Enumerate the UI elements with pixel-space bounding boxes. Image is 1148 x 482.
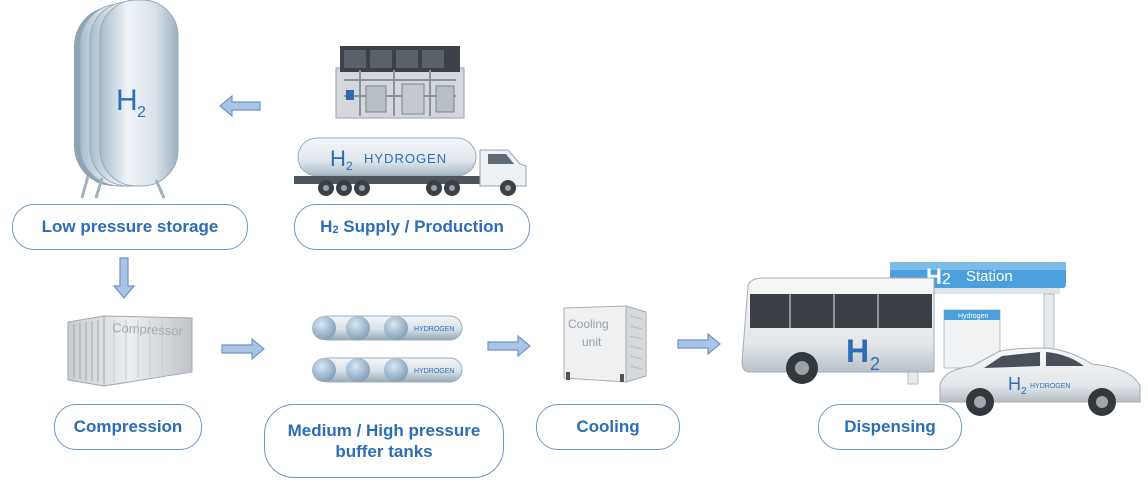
compression-label: Compression <box>54 404 202 450</box>
arrow-right-to-dispensing <box>677 332 721 356</box>
car-illustration: H 2 HYDROGEN <box>939 347 1141 416</box>
car-word: HYDROGEN <box>1030 383 1070 390</box>
dispenser-word: Hydrogen <box>958 313 988 320</box>
production-plant-illustration <box>335 46 465 119</box>
dispensing-label: Dispensing <box>818 404 962 450</box>
buffer-tanks-illustration: HYDROGEN HYDROGEN <box>312 315 463 383</box>
supply-sub-text: 2 <box>332 224 339 237</box>
supply-h-text: H <box>320 217 333 237</box>
compression-text: Compression <box>73 417 183 437</box>
car-sub: 2 <box>1021 386 1027 397</box>
cooling-text: Cooling <box>576 417 640 437</box>
hydrogen-truck-illustration: H 2 HYDROGEN <box>294 137 527 196</box>
low-pressure-storage-text: Low pressure storage <box>41 217 219 237</box>
compressor-container-illustration: Compressor <box>67 315 193 387</box>
arrow-down-to-compression <box>112 257 136 299</box>
storage-tank-sub: 2 <box>137 104 146 121</box>
buffer-tank-word-top: HYDROGEN <box>414 326 454 333</box>
truck-text: H <box>330 146 346 171</box>
buffer-tank-word-bottom: HYDROGEN <box>414 368 454 375</box>
dispensing-text: Dispensing <box>844 417 936 437</box>
bus-illustration: H 2 <box>741 277 935 384</box>
bus-sub: 2 <box>870 354 880 374</box>
container-text: Compressor <box>112 320 184 339</box>
truck-word: HYDROGEN <box>364 151 447 166</box>
car-text: H <box>1008 374 1021 394</box>
bus-text: H <box>846 333 869 369</box>
buffer-tanks-label: Medium / High pressure buffer tanks <box>264 404 504 478</box>
cooling-unit-illustration: Cooling unit <box>563 305 647 383</box>
station-word: Station <box>966 268 1013 285</box>
arrow-left-to-storage <box>219 94 261 118</box>
cooling-unit-line2: unit <box>582 335 602 349</box>
arrow-right-to-cooling <box>487 334 531 358</box>
cooling-unit-line1: Cooling <box>568 317 609 331</box>
buffer-line2-text: buffer tanks <box>335 442 433 461</box>
supply-rest-text: Supply / Production <box>338 217 504 237</box>
storage-tank-text: H <box>116 84 138 117</box>
truck-sub: 2 <box>346 159 353 173</box>
station-sub: 2 <box>942 271 951 288</box>
cooling-label: Cooling <box>536 404 680 450</box>
storage-tank-illustration: H 2 <box>74 0 179 199</box>
arrow-right-to-buffer <box>221 337 265 361</box>
low-pressure-storage-label: Low pressure storage <box>12 204 248 250</box>
buffer-line1-text: Medium / High pressure <box>287 420 481 440</box>
